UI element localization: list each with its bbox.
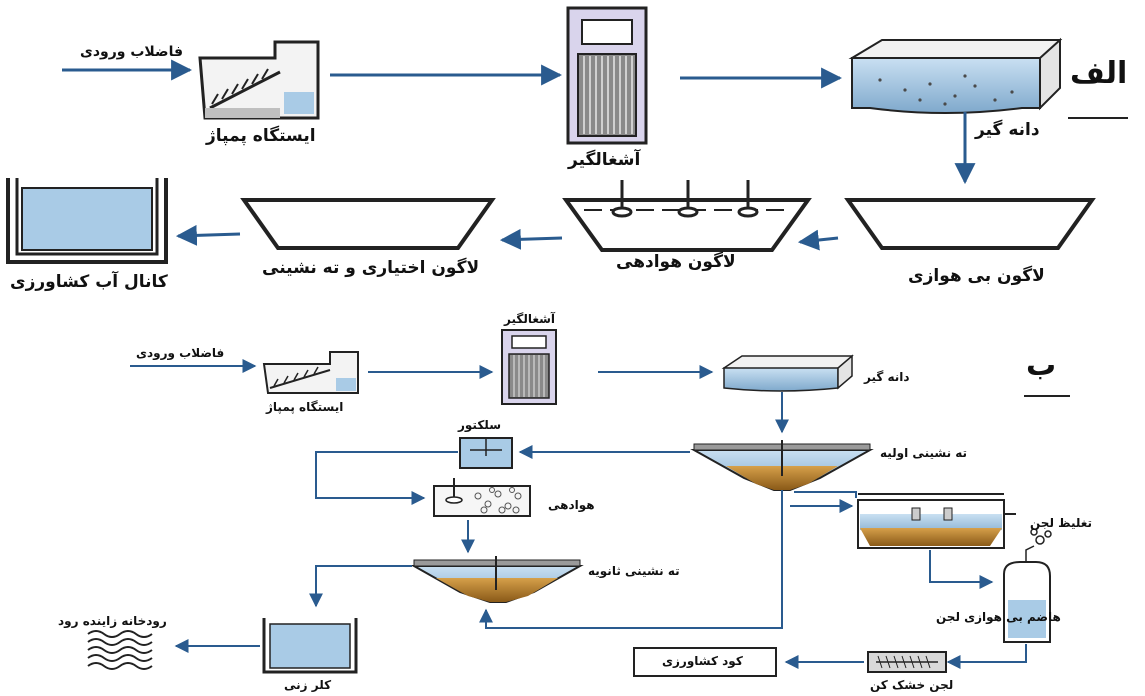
b-secondary-clarifier-icon <box>410 556 584 603</box>
b-return-line <box>479 490 783 629</box>
a-canal-icon <box>6 178 168 264</box>
a-screen-label: آشغالگیر <box>568 150 641 170</box>
b-dryer-label: لجن خشک کن <box>870 678 954 692</box>
b-digester-label: هاضم بی هوازی لجن <box>936 610 1061 624</box>
section-b-marker: ب <box>1026 348 1057 383</box>
b-path-secondary-chlorination <box>309 565 412 608</box>
b-pump-station-label: ایستگاه پمپاژ <box>266 400 344 414</box>
b-river-icon <box>87 630 153 670</box>
a-facultative-lagoon-label: لاگون اختیاری و ته نشینی <box>262 258 480 278</box>
a-aerated-lagoon-label: لاگون هوادهی <box>616 252 736 272</box>
section-a <box>6 6 1128 264</box>
b-screen-label: آشغالگیر <box>504 312 556 326</box>
b-chlorination-label: کلر زنی <box>284 678 332 692</box>
a-facultative-lagoon-icon <box>240 198 496 250</box>
a-grit-chamber-icon <box>848 37 1063 114</box>
section-b <box>87 329 1070 677</box>
a-anaerobic-lagoon-label: لاگون بی هوازی <box>908 266 1045 286</box>
a-arrow-facultative-canal <box>175 224 241 246</box>
b-selector-icon <box>459 437 513 469</box>
a-anaerobic-lagoon-icon <box>844 198 1096 250</box>
b-screen-icon <box>501 329 557 405</box>
a-screen-icon <box>566 6 648 145</box>
b-thickener-icon <box>857 493 1016 549</box>
b-path-primary-thickener <box>794 491 857 498</box>
b-fertilizer-label: کود کشاورزی <box>662 654 743 668</box>
b-path-thickener-digester <box>929 550 994 589</box>
b-secondary-label: ته نشینی ثانویه <box>588 564 680 578</box>
section-a-marker: الف <box>1070 56 1128 91</box>
b-pump-station-icon <box>262 351 359 394</box>
b-primary-label: ته نشینی اولیه <box>880 446 968 460</box>
b-fertilizer-box <box>633 647 777 677</box>
b-grit-label: دانه گیر <box>864 370 910 384</box>
a-arrow-aerated-facultative <box>499 228 563 250</box>
b-sludge-dryer-icon <box>867 651 947 673</box>
a-arrow-anaerobic-aerated <box>797 229 839 251</box>
a-inlet-label: فاضلاب ورودی <box>80 44 184 60</box>
b-river-label: رودخانه زاینده رود <box>58 614 167 628</box>
b-grit-chamber-icon <box>721 354 854 392</box>
a-pump-station-icon <box>198 40 320 120</box>
a-aerated-lagoon-icon <box>562 180 812 252</box>
b-path-digester-dryer <box>946 644 1027 669</box>
a-grit-label: دانه گیر <box>975 120 1040 140</box>
b-aeration-label: هوادهی <box>548 498 595 512</box>
b-primary-clarifier-icon <box>690 440 874 491</box>
b-selector-label: سلکتور <box>458 418 502 432</box>
b-digester-icon <box>1003 528 1052 643</box>
a-pump-station-label: ایستگاه پمپاژ <box>206 126 316 146</box>
b-aeration-tank-icon <box>433 478 531 517</box>
a-canal-label: کانال آب کشاورزی <box>10 272 168 292</box>
b-inlet-label: فاضلاب ورودی <box>136 346 225 360</box>
b-path-selector-aeration <box>315 451 458 505</box>
b-thickener-label: تغلیظ لجن <box>1030 516 1093 530</box>
b-chlorination-icon <box>262 618 358 674</box>
